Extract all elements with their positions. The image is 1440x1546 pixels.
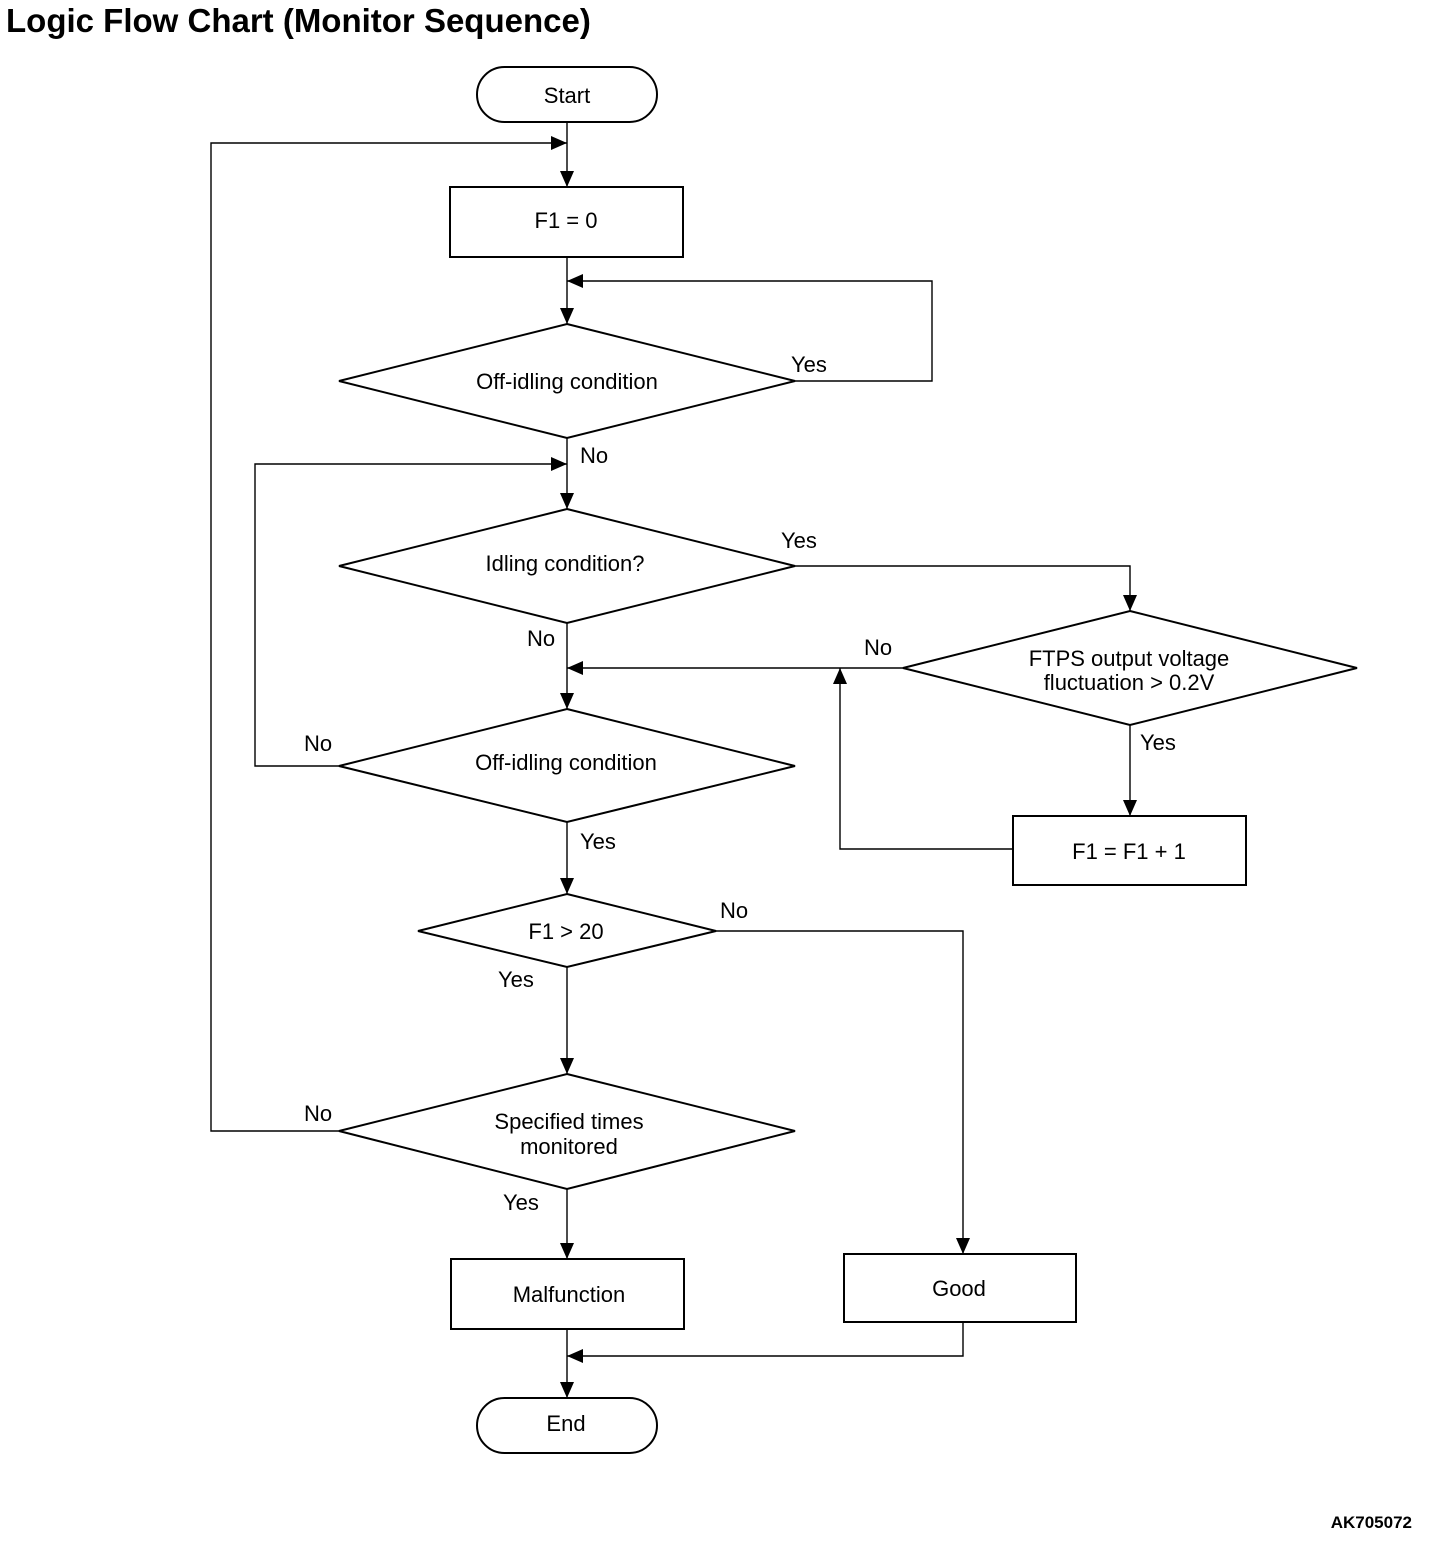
connector-f1-gt-20-no-to-good — [716, 930, 970, 1254]
specified-yes-label: Yes — [503, 1190, 539, 1215]
off-idling-2-label: Off-idling condition — [475, 750, 657, 775]
start-terminal — [476, 66, 658, 123]
page-title: Logic Flow Chart (Monitor Sequence) — [6, 2, 591, 39]
off-idling-2-yes-label: Yes — [580, 829, 616, 854]
f1-reset-box — [449, 186, 684, 258]
idling-decision — [338, 507, 796, 625]
idling-no-label: No — [527, 626, 555, 651]
connector-good-to-end — [567, 1322, 964, 1363]
connector-increment-loop — [833, 668, 1013, 850]
shapes — [338, 66, 1358, 1454]
off-idling-1-no-label: No — [580, 443, 608, 468]
f1-gt-20-decision — [417, 892, 717, 969]
malfunction-label: Malfunction — [513, 1282, 626, 1307]
start-label: Start — [544, 83, 590, 108]
f1-increment-box — [1012, 815, 1247, 886]
end-label: End — [546, 1411, 585, 1436]
idling-label: Idling condition? — [485, 551, 644, 576]
f1-increment-label: F1 = F1 + 1 — [1072, 839, 1186, 864]
off-idling-1-yes-label: Yes — [791, 352, 827, 377]
f1-gt-20-yes-label: Yes — [498, 967, 534, 992]
f1-gt-20-no-label: No — [720, 898, 748, 923]
off-idling-1-decision — [338, 322, 796, 440]
end-terminal — [476, 1397, 658, 1454]
connector-off-idling-2-no-loop — [254, 457, 567, 767]
specified-no-label: No — [304, 1101, 332, 1126]
connectors — [210, 122, 1137, 1398]
f1-reset-label: F1 = 0 — [535, 208, 598, 233]
ftps-label-line2: fluctuation > 0.2V — [1044, 670, 1215, 695]
malfunction-box — [450, 1258, 685, 1330]
branch-labels: Yes No Yes No No Yes No Yes No Yes No Ye… — [304, 352, 1176, 1215]
idling-yes-label: Yes — [781, 528, 817, 553]
specified-label-line1: Specified times — [494, 1109, 643, 1134]
ftps-label-line1: FTPS output voltage — [1029, 646, 1230, 671]
node-labels: Start F1 = 0 Off-idling condition Idling… — [475, 83, 1229, 1436]
connector-idling-yes-to-ftps — [795, 565, 1137, 611]
off-idling-2-no-label: No — [304, 731, 332, 756]
off-idling-2-decision — [338, 707, 796, 824]
specified-label-line2: monitored — [520, 1134, 618, 1159]
figure-id: AK705072 — [1330, 1513, 1412, 1532]
connector-specified-no-loop — [210, 136, 567, 1132]
off-idling-1-label: Off-idling condition — [476, 369, 658, 394]
ftps-no-label: No — [864, 635, 892, 660]
specified-decision — [338, 1072, 796, 1191]
connector-off-idling-1-yes-loop — [567, 274, 933, 382]
good-box — [843, 1253, 1077, 1323]
f1-gt-20-label: F1 > 20 — [528, 919, 603, 944]
good-label: Good — [932, 1276, 986, 1301]
ftps-yes-label: Yes — [1140, 730, 1176, 755]
ftps-decision — [902, 609, 1358, 727]
